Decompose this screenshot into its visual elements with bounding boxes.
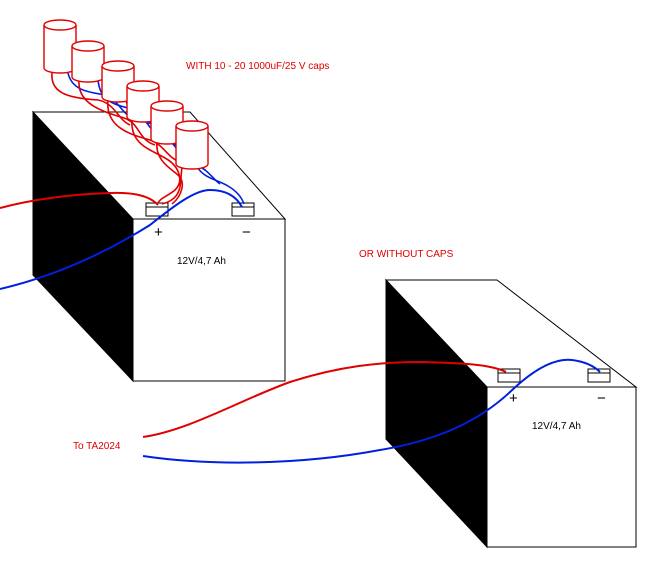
without-caps-note: OR WITHOUT CAPS: [359, 249, 454, 260]
capacitor-bank: [43, 19, 209, 170]
battery-left-terminal-minus: [231, 202, 255, 217]
capacitor-2: [71, 40, 105, 83]
battery-left: [31, 110, 287, 383]
battery-left-front: [132, 218, 286, 382]
battery-right-label: 12V/4,7 Ah: [532, 421, 581, 432]
battery-right-front: [486, 386, 637, 548]
battery-right-minus-sign: −: [597, 390, 606, 407]
battery-left-minus-sign: −: [242, 224, 251, 241]
wire-to-amp-positive: [142, 360, 507, 438]
wires: [0, 188, 601, 464]
wire-to-amp-negative: [142, 358, 601, 464]
battery-right-plus-sign: +: [509, 390, 518, 407]
battery-left-plus-sign: +: [154, 224, 163, 241]
battery-right: [384, 278, 638, 549]
capacitor-6: [175, 120, 209, 170]
capacitor-5: [150, 100, 184, 145]
battery-right-terminal-plus: [497, 368, 521, 383]
battery-right-terminal-minus: [587, 368, 611, 383]
wire-left-positive: [0, 191, 159, 209]
to-amp-label: To TA2024: [73, 441, 121, 452]
wire-left-negative: [0, 188, 243, 290]
with-caps-note: WITH 10 - 20 1000uF/25 V caps: [186, 61, 330, 72]
capacitor-1: [43, 19, 77, 74]
battery-left-label: 12V/4,7 Ah: [177, 256, 226, 267]
